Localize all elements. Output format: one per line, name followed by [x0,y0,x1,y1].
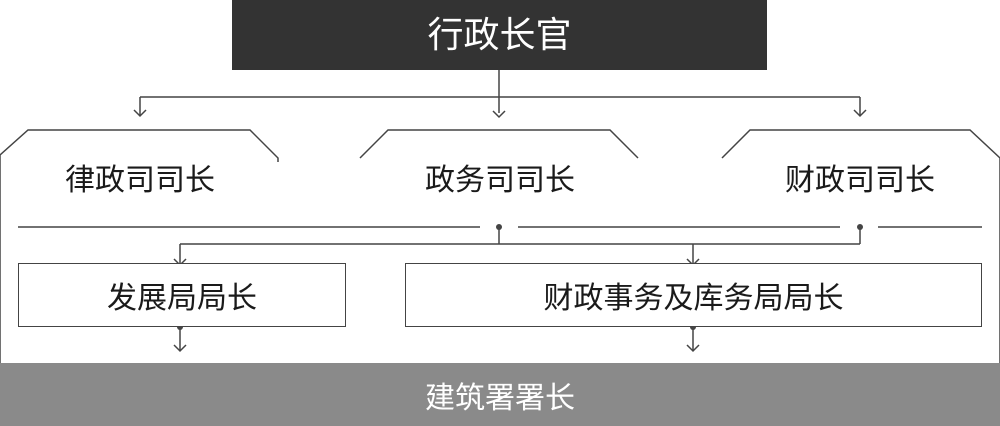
department-links [173,327,700,353]
secretary-for-development: 发展局局长 [107,281,257,316]
financial-services-treasury-bureau-box [405,263,982,327]
secretary-for-justice: 律政司司长 [65,163,215,198]
chief-secretary-for-administration: 政务司司长 [425,163,575,198]
development-bureau-box [18,263,346,327]
chief-executive-label: 行政长官 [427,15,572,56]
arrowheads-top [133,109,867,119]
financial-secretary: 财政司司长 [785,163,935,198]
secretary-for-financial-services-and-treasury: 财政事务及库务局局长 [543,281,844,316]
chief-executive-box [232,0,767,70]
bureau-branch [179,227,861,265]
secretary-panel-outline [0,129,1000,426]
director-of-architectural-services: 建筑署署长 [425,380,575,416]
architectural-services-bar [0,363,1000,426]
